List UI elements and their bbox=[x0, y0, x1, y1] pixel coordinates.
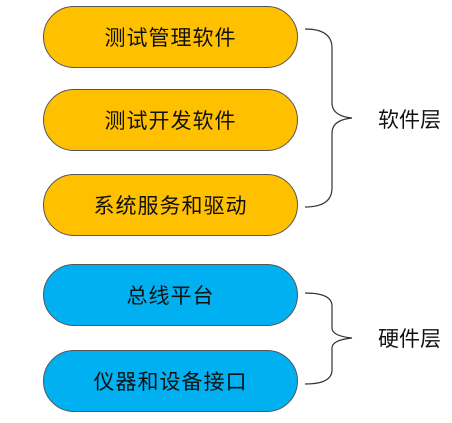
software-item-test-management: 测试管理软件 bbox=[43, 6, 298, 68]
software-layer-label: 软件层 bbox=[378, 108, 441, 132]
software-brace bbox=[304, 28, 353, 208]
software-item-test-development: 测试开发软件 bbox=[43, 89, 298, 151]
software-item-system-services-drivers: 系统服务和驱动 bbox=[43, 174, 298, 236]
hardware-layer-label: 硬件层 bbox=[378, 327, 441, 351]
hardware-item-bus-platform: 总线平台 bbox=[43, 264, 298, 326]
hardware-item-instrument-interface: 仪器和设备接口 bbox=[43, 350, 298, 412]
hardware-brace bbox=[304, 292, 353, 385]
